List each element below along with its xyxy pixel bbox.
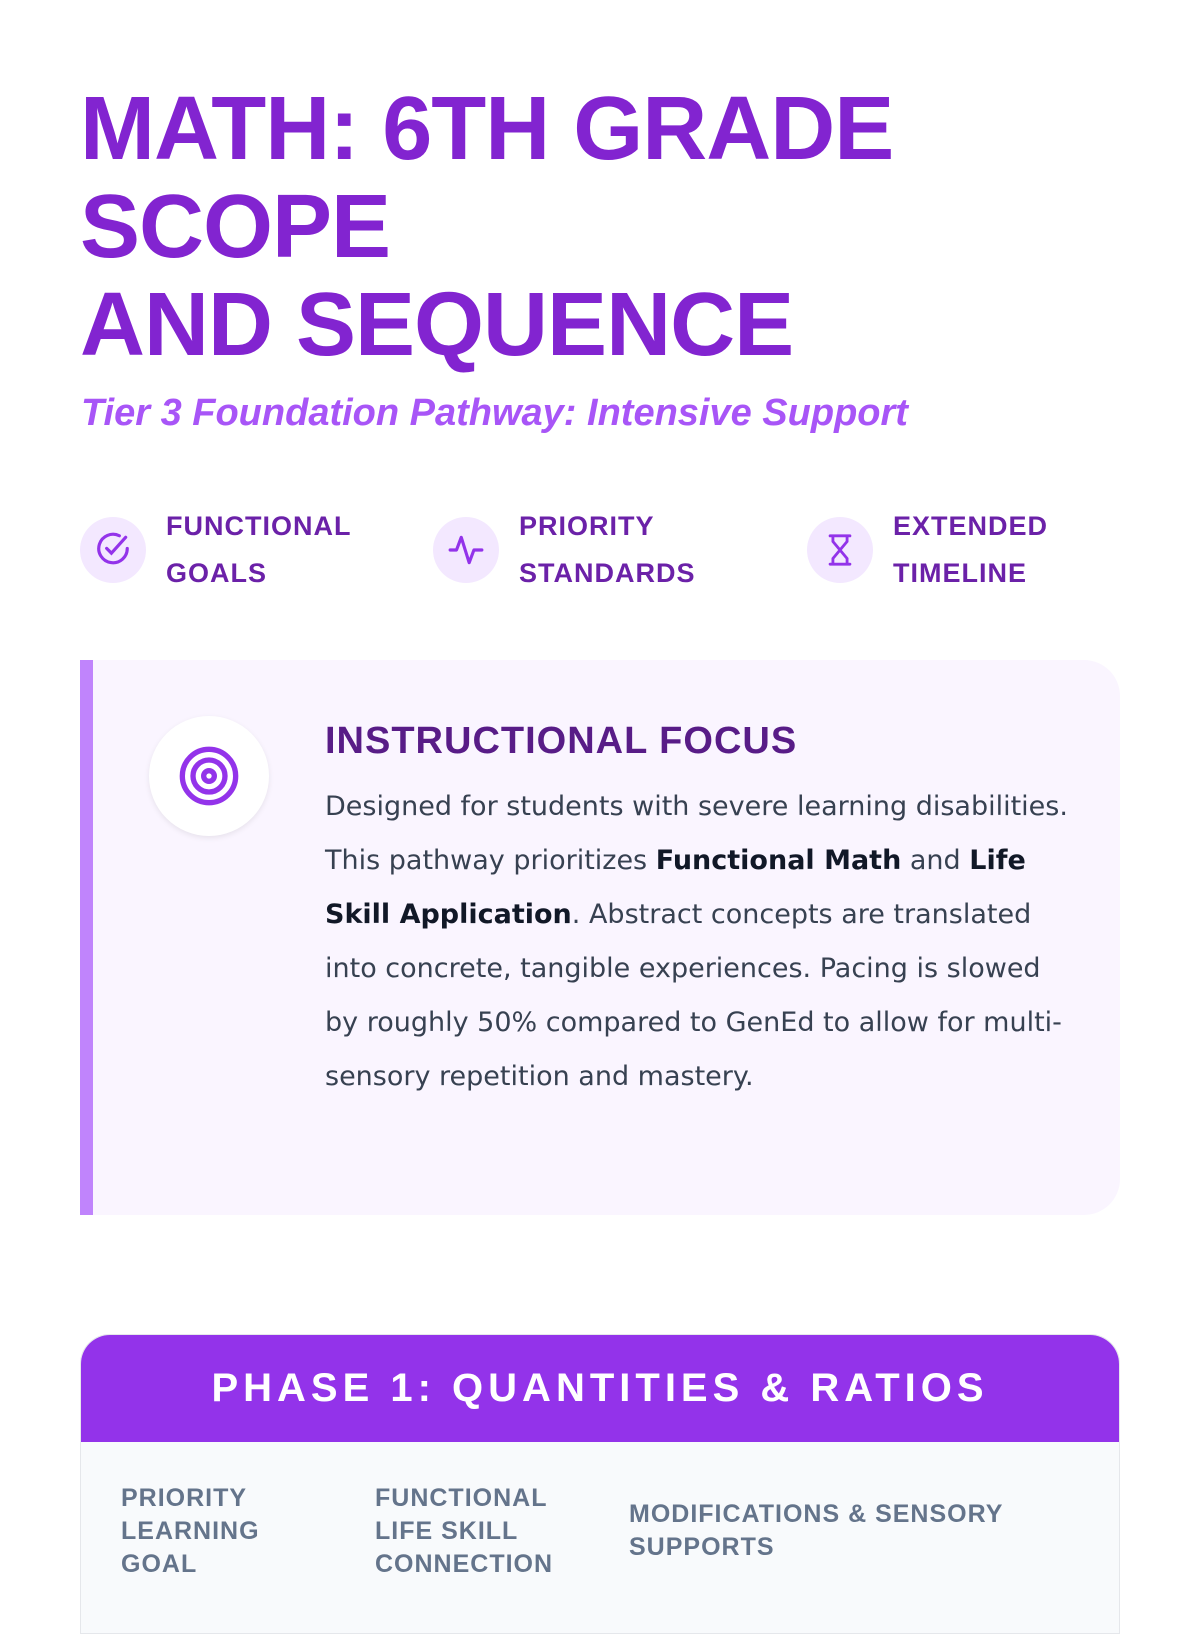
instructional-focus-card: INSTRUCTIONAL FOCUS Designed for student… (80, 660, 1120, 1215)
feature-label: STANDARDS (519, 558, 696, 588)
phase-1-section: PHASE 1: QUANTITIES & RATIOS PRIORITY LE… (80, 1334, 1120, 1634)
title-line: MATH: 6TH GRADE SCOPE (80, 79, 894, 277)
subtitle: Tier 3 Foundation Pathway: Intensive Sup… (81, 392, 908, 434)
pulse-icon (433, 517, 499, 583)
focus-heading: INSTRUCTIONAL FOCUS (325, 720, 798, 762)
feature-label: EXTENDED (893, 511, 1049, 541)
hourglass-icon (807, 517, 873, 583)
feature-functional-goals: FUNCTIONAL GOALS (80, 503, 351, 597)
column-header-modifications: MODIFICATIONS & SENSORY SUPPORTS (629, 1500, 1003, 1561)
check-circle-icon (80, 517, 146, 583)
feature-extended-timeline: EXTENDED TIMELINE (807, 503, 1048, 597)
feature-label: TIMELINE (893, 558, 1027, 588)
target-icon (149, 716, 269, 836)
feature-priority-standards: PRIORITY STANDARDS (433, 503, 696, 597)
feature-label: PRIORITY (519, 511, 655, 541)
feature-label: FUNCTIONAL (166, 511, 352, 541)
title-line: AND SEQUENCE (80, 275, 794, 375)
column-header-goal: PRIORITY LEARNING GOAL (121, 1484, 260, 1578)
phase-title: PHASE 1: QUANTITIES & RATIOS (81, 1335, 1119, 1442)
focus-description: Designed for students with severe learni… (325, 791, 1068, 1092)
feature-label: GOALS (166, 558, 268, 588)
column-header-life-skill: FUNCTIONAL LIFE SKILL CONNECTION (375, 1484, 554, 1578)
